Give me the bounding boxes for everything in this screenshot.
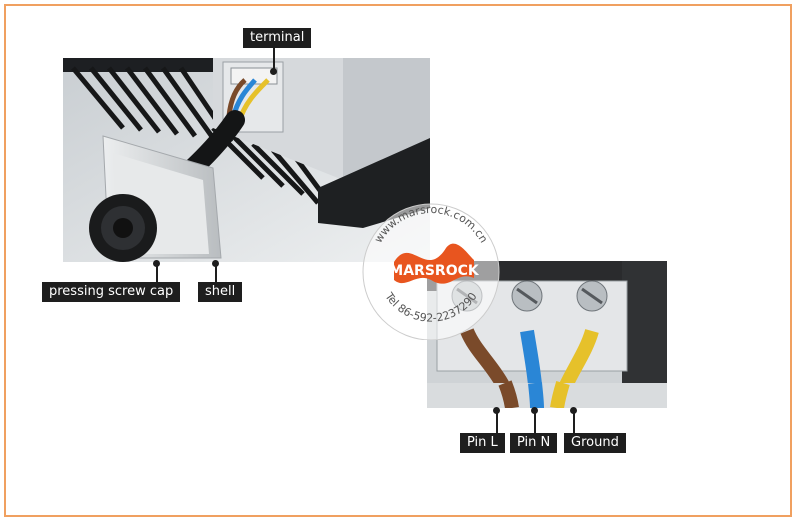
pointer-terminal	[273, 48, 275, 70]
label-ground: Ground	[564, 433, 626, 453]
pointer-pin-l	[496, 410, 498, 433]
pointer-screw-cap	[156, 262, 158, 282]
marsrock-watermark: www.marsrock.com.cn Tel 86-592-2237290 M…	[356, 200, 506, 341]
pointer-pin-l-dot	[493, 407, 500, 414]
page-border	[4, 4, 792, 517]
label-pin-n: Pin N	[510, 433, 558, 453]
watermark-brand: MARSROCK	[389, 263, 480, 279]
pointer-shell	[215, 262, 217, 282]
pointer-shell-dot	[212, 260, 219, 267]
label-pin-l: Pin L	[460, 433, 505, 453]
pointer-ground-dot	[570, 407, 577, 414]
label-terminal: terminal	[243, 28, 312, 48]
label-pressing-screw-cap: pressing screw cap	[42, 282, 181, 302]
heater-photo	[63, 58, 430, 262]
pointer-terminal-dot	[270, 68, 277, 75]
pointer-pin-n-dot	[531, 407, 538, 414]
pointer-ground	[573, 410, 575, 433]
label-shell: shell	[198, 282, 243, 302]
pointer-pin-n	[534, 410, 536, 433]
pointer-screw-cap-dot	[153, 260, 160, 267]
